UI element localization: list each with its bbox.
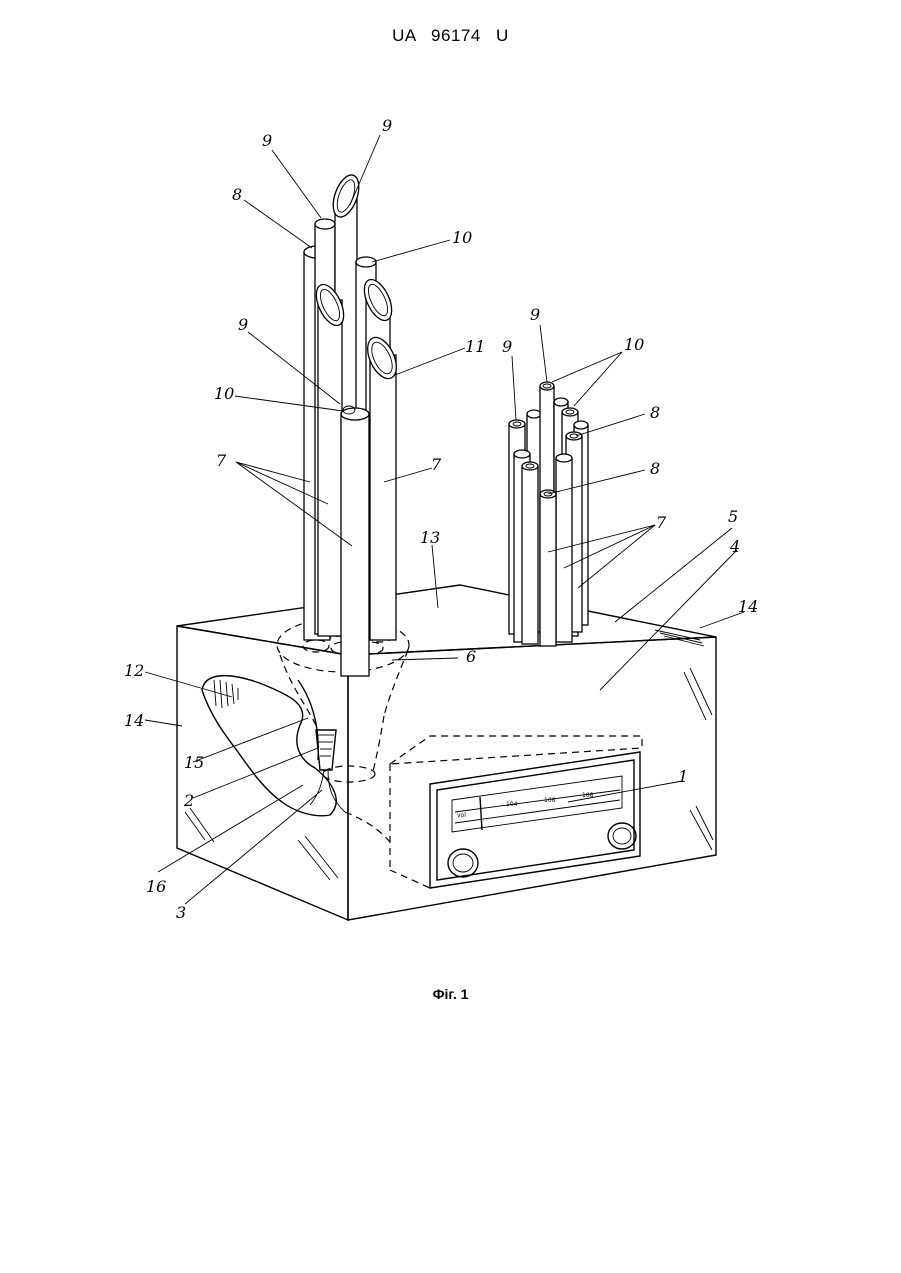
label-6: 6 [466, 647, 476, 666]
label-2: 2 [183, 791, 194, 810]
label-1: 1 [678, 767, 688, 786]
label-7: 7 [656, 513, 667, 532]
label-16: 16 [146, 877, 166, 896]
label-14: 14 [738, 597, 758, 616]
label-4: 4 [729, 537, 740, 556]
label-11: 11 [465, 337, 485, 356]
label-9: 9 [262, 131, 272, 150]
label-8: 8 [650, 403, 660, 422]
label-8: 8 [650, 459, 660, 478]
label-14: 14 [124, 711, 144, 730]
dial-mark-104: 104 [506, 801, 518, 808]
figure-caption: Фіг. 1 [0, 986, 901, 1002]
label-12: 12 [124, 661, 144, 680]
label-10: 10 [624, 335, 644, 354]
cutaway-hatch [214, 680, 238, 708]
label-10: 10 [452, 228, 472, 247]
label-15: 15 [184, 753, 204, 772]
radio-receiver: vol 104 106 108 [390, 736, 642, 888]
dial-mark-106: 106 [544, 797, 556, 804]
tube-cluster-large [304, 172, 402, 676]
label-13: 13 [420, 528, 440, 547]
label-9: 9 [502, 337, 512, 356]
label-10: 10 [214, 384, 234, 403]
tube-cluster-small [509, 382, 588, 646]
label-9: 9 [530, 305, 540, 324]
label-5: 5 [728, 507, 738, 526]
label-7: 7 [216, 451, 227, 470]
label-7: 7 [431, 455, 442, 474]
label-9: 9 [238, 315, 248, 334]
reference-labels: 9 9 8 10 9 10 11 7 7 13 6 12 14 15 2 16 … [124, 116, 758, 922]
dial-mark-vol: vol [457, 812, 466, 819]
label-9: 9 [382, 116, 392, 135]
label-8: 8 [232, 185, 242, 204]
label-3: 3 [176, 903, 186, 922]
